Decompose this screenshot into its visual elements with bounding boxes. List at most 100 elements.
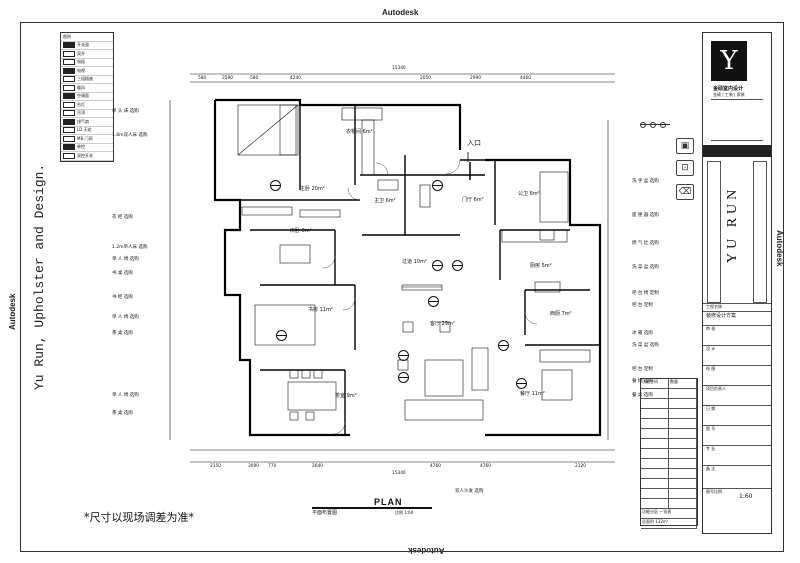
legend-symbol-icon <box>63 59 75 66</box>
elevation-stamp <box>428 296 439 307</box>
dimension-top: 4460 <box>520 76 531 81</box>
area-table-row <box>641 409 697 419</box>
slider-dot[interactable] <box>650 122 656 128</box>
legend-symbol-icon <box>63 84 75 91</box>
dimension-bottom: 4760 <box>480 464 491 469</box>
furniture-label-left: 茶 桌 选购 <box>112 411 133 416</box>
elevation-stamp <box>398 372 409 383</box>
room-label-mbath: 主卫 6m² <box>374 198 396 204</box>
furniture-label-right: 餐 桌 选购 <box>632 393 653 398</box>
legend-item: 开关面 <box>61 42 113 50</box>
room-label-master: 主卧 20m² <box>300 186 325 192</box>
drawing-sheet <box>20 22 784 552</box>
title-block-row: 日 期 <box>703 405 771 425</box>
furniture-label-right: 燃 气 灶 选购 <box>632 241 659 246</box>
furniture-label-left: 单 头 床 选购 <box>112 109 139 114</box>
legend-item-label: LD 天花 <box>77 127 92 133</box>
legend-symbol-icon <box>63 152 75 159</box>
title-block: Y 金硕室内设计 金硕 | 工装 | 家装 YU RUN 工程名称 装修设计方案… <box>702 32 772 534</box>
company-tagline: 金硕 | 工装 | 家装 <box>713 92 745 97</box>
elevation-stamp <box>270 180 281 191</box>
elevation-stamp <box>276 330 287 341</box>
room-label-study: 书房 11m² <box>308 307 333 313</box>
area-table-row <box>641 489 697 499</box>
crop-tool-icon[interactable]: ⊡ <box>676 160 694 176</box>
room-label-hall: 过道 10m² <box>402 259 427 265</box>
legend-item-label: 台灯 <box>77 101 85 107</box>
area-table-row <box>641 469 697 479</box>
title-bar <box>703 145 771 157</box>
site-note: *尺寸以现场调差为准* <box>84 511 194 524</box>
company-desc-block <box>711 99 763 141</box>
furniture-label-right: 吧 台 定制 <box>632 367 653 372</box>
area-table-row <box>641 479 697 489</box>
legend-symbol-icon <box>63 118 75 125</box>
title-block-row: 专 业 <box>703 445 771 465</box>
furniture-label-left: 1.2m单人床 选购 <box>112 245 148 250</box>
area-table-row <box>641 439 697 449</box>
room-label-kitchen: 厨房 5m² <box>530 263 552 269</box>
company-logo-icon: Y <box>711 41 747 81</box>
legend-symbol-icon <box>63 93 75 100</box>
title-block-row: 图 号 <box>703 425 771 445</box>
area-table-header: 功能空间数量 <box>641 379 697 389</box>
legend-item-label: 双开 <box>77 50 85 56</box>
dimension-bottom: 2120 <box>575 464 586 469</box>
title-block-row: 绘 图 <box>703 365 771 385</box>
legend-symbol-icon <box>63 101 75 108</box>
legend-item-label: MB 门洞 <box>77 135 93 141</box>
legend-title: 图例 <box>61 33 113 42</box>
floor-plan <box>169 73 615 463</box>
legend-title-text: 图例 <box>63 33 71 39</box>
title-block-row: 审 核 <box>703 325 771 345</box>
room-label-second: 次卧 9m² <box>290 228 312 234</box>
dim-total-bottom: 15340 <box>392 471 406 476</box>
area-table-footer: 功能分区 一览表 <box>641 509 697 519</box>
legend-item-label: 单控 <box>77 144 85 150</box>
legend-item: MB 门洞 <box>61 135 113 144</box>
dimension-top: 580 <box>198 76 207 81</box>
legend-item: 空调面 <box>61 93 113 101</box>
furniture-label-right: 座 便 器 选购 <box>632 213 659 218</box>
legend-symbol-icon <box>63 135 75 142</box>
dimension-bottom: 4760 <box>430 464 441 469</box>
project-name: 装修设计方案 <box>703 311 771 319</box>
project-label: 工程名称 <box>703 303 771 310</box>
dimension-bottom: 3090 <box>248 464 259 469</box>
legend-item: 三组插座 <box>61 76 113 84</box>
legend-symbol-icon <box>63 67 75 74</box>
brand-column <box>707 161 721 303</box>
legend-item-label: 三组插座 <box>77 76 93 82</box>
furniture-label-right: 洗 菜 盆 选购 <box>632 343 659 348</box>
furniture-label-right: 洗 手 盆 选购 <box>632 179 659 184</box>
furniture-label-right: 冰 箱 选购 <box>632 331 653 336</box>
watermark-left: Autodesk <box>8 293 17 330</box>
room-label-gbath: 公卫 6m² <box>518 191 540 197</box>
slider-dot[interactable] <box>660 122 666 128</box>
furniture-label-right: 餐 椅 选购 <box>632 379 653 384</box>
area-table-row <box>641 419 697 429</box>
dimension-bottom: 2150 <box>210 464 221 469</box>
eraser-tool-icon[interactable]: ⌫ <box>676 184 694 200</box>
area-table: 功能空间数量 功能分区 一览表 总面积 132m² <box>640 378 698 529</box>
furniture-label-left: 单 人 椅 选购 <box>112 393 139 398</box>
area-table-row <box>641 499 697 509</box>
furniture-label-right: 吧 台 椅 定制 <box>632 291 659 296</box>
legend-item-label: 吊顶 <box>77 110 85 116</box>
plan-title: PLAN <box>374 497 403 507</box>
room-label-western: 西厨 7m² <box>550 311 572 317</box>
legend-item-label: 空调面 <box>77 93 89 99</box>
legend-item: LD 天花 <box>61 127 113 135</box>
legend-item-label: 双控开关 <box>77 152 93 158</box>
furniture-label-left: 单 人 椅 选购 <box>112 257 139 262</box>
legend-item-label: 排气扇 <box>77 118 89 124</box>
slider-dot[interactable] <box>640 122 646 128</box>
dimension-bottom: 2640 <box>312 464 323 469</box>
plan-scale-hint: 比例 1:60 <box>395 510 414 515</box>
image-tool-icon[interactable]: ▣ <box>676 138 694 154</box>
area-table-footer-text: 功能分区 一览表 <box>641 509 697 518</box>
furniture-label-left: 茶 桌 选购 <box>112 331 133 336</box>
dimension-top: 3590 <box>222 76 233 81</box>
elevation-stamp <box>498 340 509 351</box>
area-table-col2: 数量 <box>669 379 697 388</box>
